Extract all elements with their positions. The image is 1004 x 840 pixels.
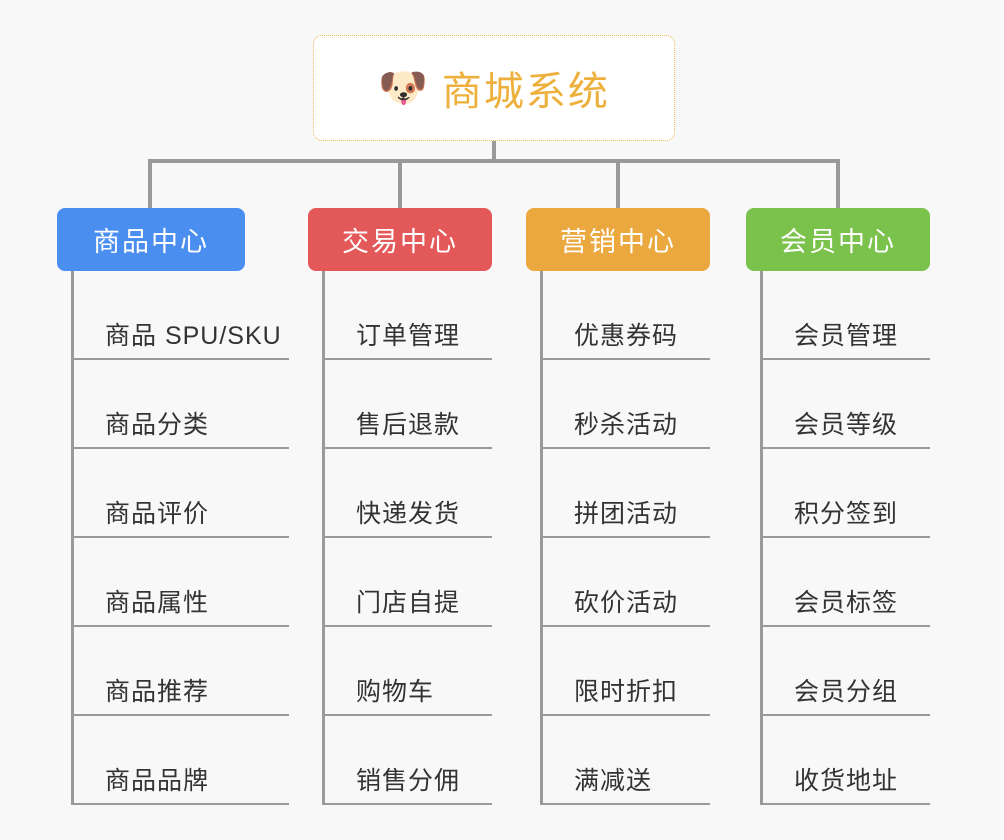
leaf-label: 会员分组 — [794, 678, 899, 706]
connector-drop-2 — [398, 159, 402, 209]
list-item[interactable]: 快递发货 — [325, 449, 492, 538]
list-item[interactable]: 收货地址 — [763, 716, 930, 805]
shiba-dog-face-icon: 🐶 — [378, 66, 428, 110]
list-item[interactable]: 购物车 — [325, 627, 492, 716]
leaf-label: 拼团活动 — [574, 500, 679, 528]
list-item[interactable]: 积分签到 — [763, 449, 930, 538]
list-item[interactable]: 商品品牌 — [74, 716, 289, 805]
leaf-label: 会员等级 — [794, 411, 899, 439]
leaf-label: 购物车 — [356, 678, 435, 706]
leaf-label: 销售分佣 — [356, 767, 461, 795]
leaf-label: 售后退款 — [356, 411, 461, 439]
leaf-label: 商品分类 — [105, 411, 210, 439]
leaf-label: 积分签到 — [794, 500, 899, 528]
category-label: 交易中心 — [342, 227, 458, 257]
list-item[interactable]: 订单管理 — [325, 271, 492, 360]
category-label: 商品中心 — [93, 227, 209, 257]
list-item[interactable]: 商品属性 — [74, 538, 289, 627]
leaf-label: 订单管理 — [356, 322, 461, 350]
leaf-label: 砍价活动 — [574, 589, 679, 617]
connector-horizontal-bus — [148, 159, 840, 163]
leaf-label: 满减送 — [574, 767, 653, 795]
list-item[interactable]: 商品 SPU/SKU — [74, 271, 289, 360]
list-item[interactable]: 会员标签 — [763, 538, 930, 627]
list-item[interactable]: 限时折扣 — [543, 627, 710, 716]
connector-drop-1 — [148, 159, 152, 209]
category-label: 营销中心 — [560, 227, 676, 257]
list-item[interactable]: 门店自提 — [325, 538, 492, 627]
leaf-list-4: 会员管理 会员等级 积分签到 会员标签 会员分组 收货地址 — [760, 271, 930, 805]
list-item[interactable]: 商品分类 — [74, 360, 289, 449]
leaf-label: 商品推荐 — [105, 678, 210, 706]
list-item[interactable]: 销售分佣 — [325, 716, 492, 805]
list-item[interactable]: 会员管理 — [763, 271, 930, 360]
leaf-label: 会员管理 — [794, 322, 899, 350]
list-item[interactable]: 商品评价 — [74, 449, 289, 538]
leaf-list-2: 订单管理 售后退款 快递发货 门店自提 购物车 销售分佣 — [322, 271, 492, 805]
list-item[interactable]: 秒杀活动 — [543, 360, 710, 449]
leaf-label: 商品属性 — [105, 589, 210, 617]
connector-drop-3 — [616, 159, 620, 209]
category-header-2[interactable]: 交易中心 — [308, 208, 492, 271]
leaf-label: 商品 SPU/SKU — [105, 322, 282, 350]
leaf-label: 快递发货 — [356, 500, 461, 528]
connector-root-stem — [492, 141, 496, 163]
connector-drop-4 — [836, 159, 840, 209]
list-item[interactable]: 会员等级 — [763, 360, 930, 449]
leaf-label: 收货地址 — [794, 767, 899, 795]
leaf-label: 限时折扣 — [574, 678, 679, 706]
category-header-3[interactable]: 营销中心 — [526, 208, 710, 271]
list-item[interactable]: 拼团活动 — [543, 449, 710, 538]
leaf-list-1: 商品 SPU/SKU 商品分类 商品评价 商品属性 商品推荐 商品品牌 — [71, 271, 289, 805]
category-header-4[interactable]: 会员中心 — [746, 208, 930, 271]
leaf-label: 秒杀活动 — [574, 411, 679, 439]
list-item[interactable]: 砍价活动 — [543, 538, 710, 627]
category-header-1[interactable]: 商品中心 — [57, 208, 245, 271]
list-item[interactable]: 会员分组 — [763, 627, 930, 716]
category-label: 会员中心 — [780, 227, 896, 257]
leaf-list-3: 优惠券码 秒杀活动 拼团活动 砍价活动 限时折扣 满减送 — [540, 271, 710, 805]
list-item[interactable]: 售后退款 — [325, 360, 492, 449]
leaf-label: 优惠券码 — [574, 322, 679, 350]
leaf-label: 商品品牌 — [105, 767, 210, 795]
list-item[interactable]: 满减送 — [543, 716, 710, 805]
list-item[interactable]: 优惠券码 — [543, 271, 710, 360]
root-title: 商城系统 — [441, 70, 610, 114]
leaf-label: 商品评价 — [105, 500, 210, 528]
leaf-label: 门店自提 — [356, 589, 461, 617]
list-item[interactable]: 商品推荐 — [74, 627, 289, 716]
leaf-label: 会员标签 — [794, 589, 899, 617]
root-node[interactable]: 🐶 商城系统 — [313, 35, 675, 141]
